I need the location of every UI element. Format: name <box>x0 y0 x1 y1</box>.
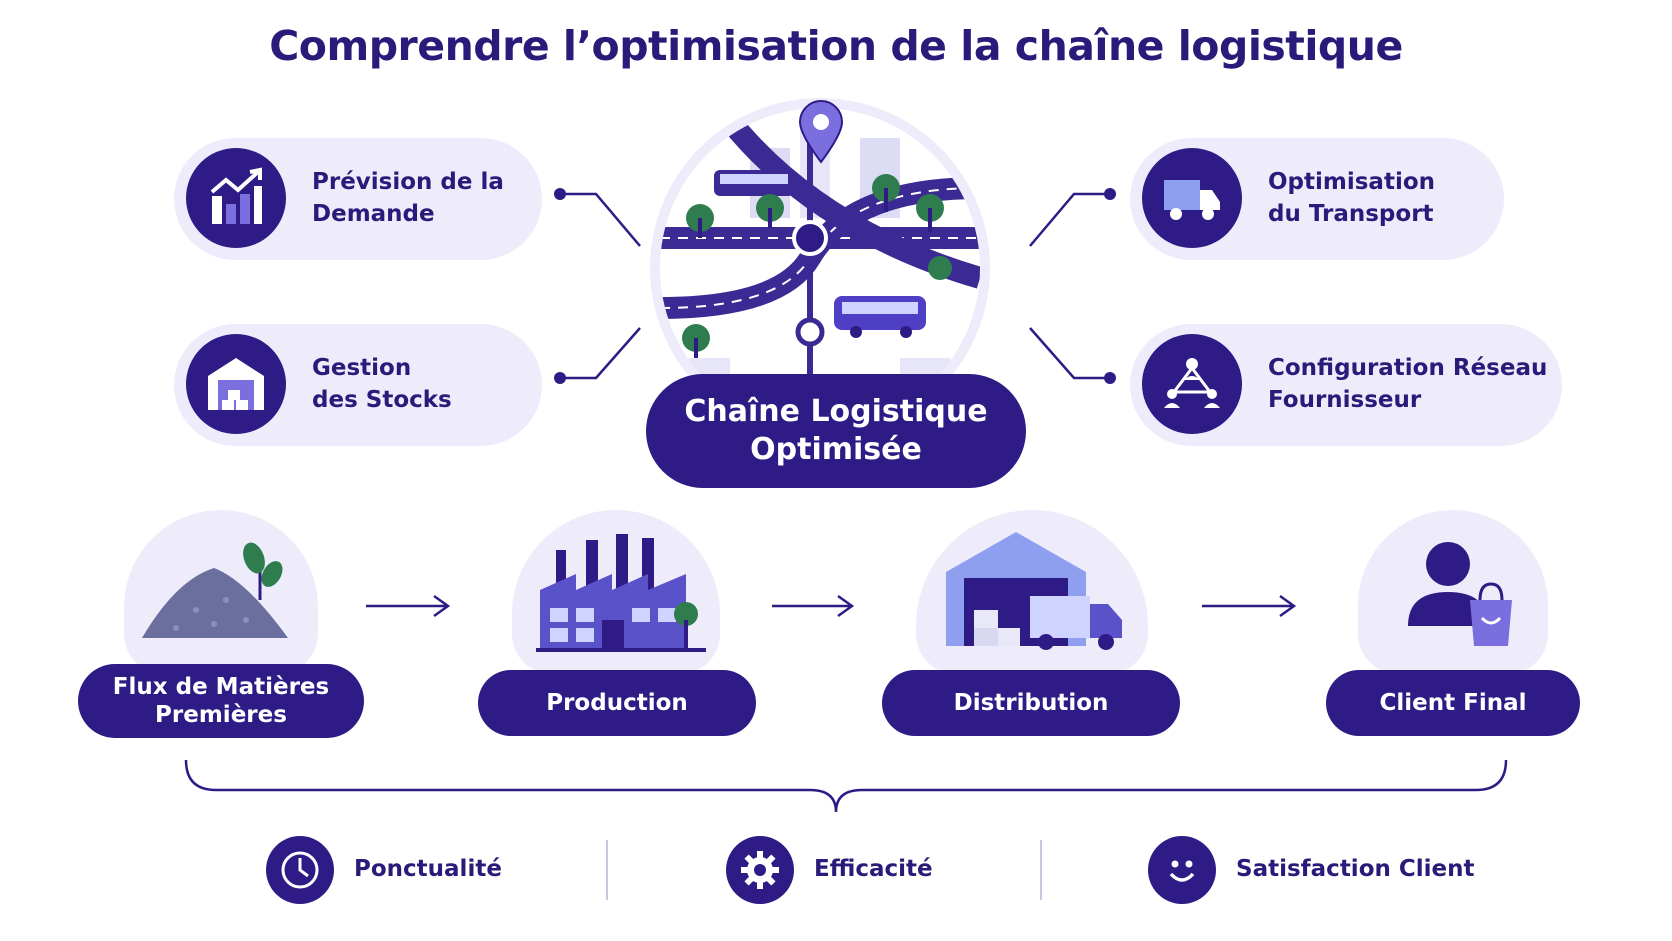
raw-materials-icon <box>142 542 288 638</box>
connector-dot <box>1104 372 1116 384</box>
warehouse-icon <box>186 334 286 434</box>
connector-stocks <box>560 327 641 380</box>
benefit-efficiency: Efficacité <box>814 856 933 882</box>
stage-distribution: Distribution <box>882 670 1180 736</box>
factory-icon <box>536 534 706 652</box>
truck-icon <box>1142 148 1242 248</box>
pillar-demand-label: Prévision de la Demande <box>312 169 504 227</box>
distribution-warehouse-icon <box>946 532 1122 650</box>
flow-arrow-1 <box>366 594 451 618</box>
stage-raw-materials: Flux de Matières Premières <box>78 664 364 738</box>
divider <box>1040 840 1042 900</box>
flow-bracket <box>184 759 1508 813</box>
gear-icon <box>726 836 794 904</box>
location-pin-icon <box>798 100 844 164</box>
flow-arrow-2 <box>772 594 855 618</box>
demand-chart-icon <box>186 148 286 248</box>
benefit-customer-satisfaction: Satisfaction Client <box>1236 856 1475 882</box>
hub-label: Chaîne Logistique Optimisée <box>646 374 1026 488</box>
stage-customer-bg <box>1358 510 1548 674</box>
pillar-network: Configuration Réseau Fournisseur <box>1130 324 1562 446</box>
pillar-demand: Prévision de la Demande <box>174 138 542 260</box>
benefit-punctuality: Ponctualité <box>354 856 502 882</box>
stage-production: Production <box>478 670 756 736</box>
pillar-transport: Optimisation du Transport <box>1130 138 1504 260</box>
stage-customer: Client Final <box>1326 670 1580 736</box>
connector-dot <box>1104 188 1116 200</box>
flow-arrow-3 <box>1202 594 1297 618</box>
connector-transport <box>1029 192 1110 247</box>
connector-dot <box>554 188 566 200</box>
connector-dot <box>554 372 566 384</box>
pillar-transport-label: Optimisation du Transport <box>1268 169 1436 227</box>
clock-icon <box>266 836 334 904</box>
pillar-stocks-label: Gestion des Stocks <box>312 355 452 413</box>
divider <box>606 840 608 900</box>
connector-network <box>1029 327 1110 380</box>
pillar-stocks: Gestion des Stocks <box>174 324 542 446</box>
page-title: Comprendre l’optimisation de la chaîne l… <box>269 22 1403 70</box>
smiley-icon <box>1148 836 1216 904</box>
customer-icon <box>1408 542 1512 646</box>
network-icon <box>1142 334 1242 434</box>
connector-demand <box>560 192 641 247</box>
pillar-network-label: Configuration Réseau Fournisseur <box>1268 355 1548 413</box>
